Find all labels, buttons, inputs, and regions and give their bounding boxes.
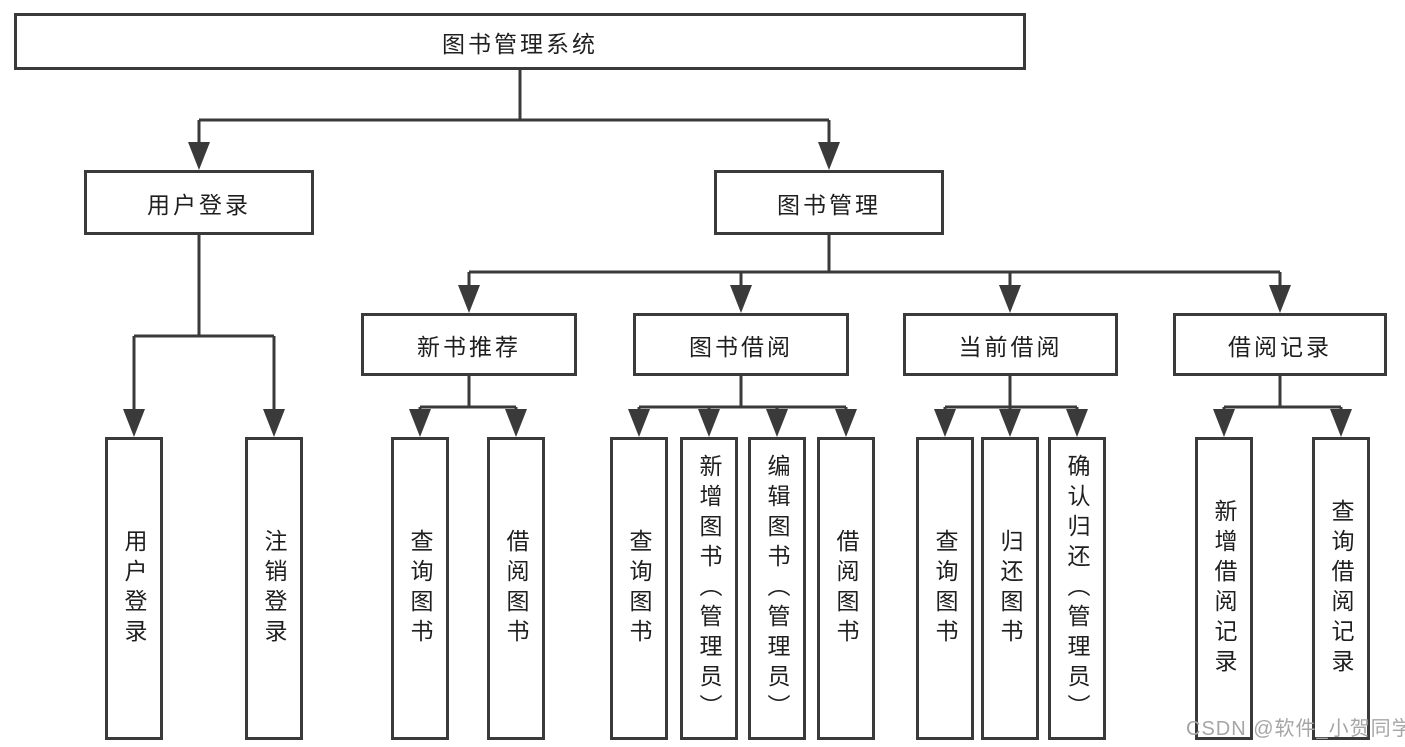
connector-borrow-records-to-leaves [1213,376,1352,437]
node-label: 借阅图书 [503,528,529,649]
node-label: 借阅记录 [1228,333,1332,360]
node-label: 查询借阅记录 [1328,498,1354,679]
node-user-login: 用户登录 [84,170,314,235]
connector-new-book-recommend-to-leaves [409,376,527,437]
connector-book-borrow-to-leaves [628,376,857,437]
node-label: 图书管理系统 [442,30,598,57]
node-current-borrow: 当前借阅 [903,313,1118,376]
node-label: 图书借阅 [689,333,793,360]
node-query-books-current: 查询图书 [916,437,974,740]
node-logout: 注销登录 [245,437,303,740]
node-query-books-recommend: 查询图书 [391,437,449,740]
node-label: 确认归还（管理员） [1064,453,1090,724]
node-label: 新增图书（管理员） [696,453,722,724]
node-borrow-books-recommend: 借阅图书 [487,437,545,740]
node-label: 查询图书 [932,528,958,649]
node-add-borrow-record: 新增借阅记录 [1195,437,1253,740]
node-label: 归还图书 [997,528,1023,649]
node-label: 用户登录 [147,191,251,218]
node-label: 用户登录 [121,528,147,649]
node-borrow-records: 借阅记录 [1173,313,1387,376]
connector-book-mgmt-to-level3 [458,235,1291,313]
node-label: 注销登录 [261,528,287,649]
node-book-borrow: 图书借阅 [633,313,849,376]
node-label: 图书管理 [777,191,881,218]
node-label: 查询图书 [407,528,433,649]
node-label: 编辑图书（管理员） [764,453,790,724]
node-confirm-return-admin: 确认归还（管理员） [1048,437,1106,740]
node-label: 新书推荐 [417,333,521,360]
node-query-books-borrow: 查询图书 [610,437,668,740]
node-label: 借阅图书 [833,528,859,649]
csdn-watermark: CSDN @软件_小贺同学 [1186,718,1405,740]
node-new-book-recommend: 新书推荐 [361,313,577,376]
node-user-login-leaf: 用户登录 [105,437,163,740]
connector-current-borrow-to-leaves [934,376,1088,437]
node-label: 新增借阅记录 [1211,498,1237,679]
node-borrow-books: 借阅图书 [817,437,875,740]
node-label: 查询图书 [626,528,652,649]
node-book-management: 图书管理 [714,170,944,235]
node-return-books: 归还图书 [981,437,1039,740]
node-query-borrow-record: 查询借阅记录 [1312,437,1370,740]
node-edit-books-admin: 编辑图书（管理员） [748,437,806,740]
node-add-books-admin: 新增图书（管理员） [680,437,738,740]
connector-root-to-level2 [188,70,840,170]
node-library-management-system: 图书管理系统 [14,13,1026,70]
connector-user-login-to-leaves [123,235,285,437]
node-label: 当前借阅 [958,333,1063,360]
